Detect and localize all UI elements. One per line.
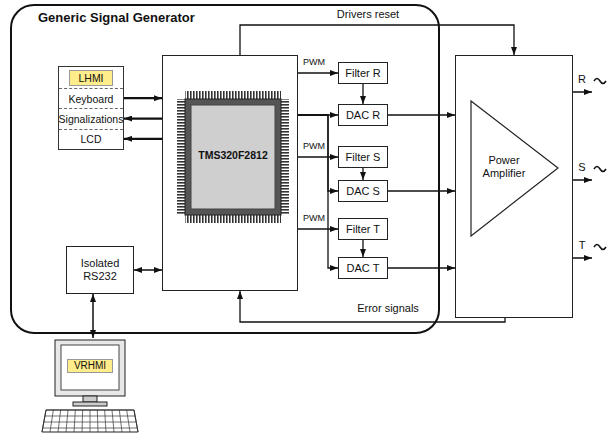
panel-row: Keyboard bbox=[59, 88, 123, 108]
signal-connector bbox=[92, 294, 94, 338]
signal-connector bbox=[362, 168, 363, 180]
amplifier-label: Power Amplifier bbox=[474, 154, 534, 179]
output-phase-label: S bbox=[576, 161, 587, 173]
signal-connector bbox=[362, 240, 363, 257]
box-label: Isolated RS232 bbox=[67, 257, 133, 282]
signal-connector bbox=[388, 190, 455, 191]
chip-name: TMS320F2812 bbox=[191, 149, 275, 161]
dsp-block: TMS320F2812 bbox=[162, 55, 298, 291]
signal-connector bbox=[388, 267, 455, 268]
computer-illustration bbox=[38, 338, 142, 436]
connector-label: Drivers reset bbox=[335, 8, 401, 20]
connector-label: PWM bbox=[301, 58, 327, 68]
diagram-title: Generic Signal Generator bbox=[38, 11, 195, 26]
connector-label: PWM bbox=[301, 214, 327, 224]
filter-box: Filter S bbox=[338, 146, 388, 168]
signal-connector bbox=[362, 84, 363, 104]
box-label: DAC T bbox=[347, 262, 380, 275]
sine-symbol bbox=[594, 167, 606, 172]
dac-box: DAC R bbox=[338, 104, 388, 126]
signal-connector bbox=[124, 138, 162, 140]
signal-connector bbox=[298, 115, 338, 268]
signal-generator-frame: Generic Signal GeneratorLHMI KeyboardSign… bbox=[10, 4, 440, 334]
amplifier-symbol bbox=[456, 56, 572, 317]
signal-connector bbox=[134, 269, 162, 271]
box-label: Filter S bbox=[346, 151, 381, 164]
output-phase-label: R bbox=[576, 73, 588, 85]
lhmi-panel: LHMI KeyboardSignalizationsLCD bbox=[58, 66, 124, 150]
filter-box: Filter R bbox=[338, 62, 388, 84]
power-amplifier: Power Amplifier bbox=[455, 55, 573, 318]
signal-connector bbox=[240, 25, 514, 55]
output-line bbox=[573, 257, 592, 259]
box-label: Filter T bbox=[346, 223, 380, 236]
filter-box: Filter T bbox=[338, 218, 388, 240]
sine-symbol bbox=[594, 79, 606, 84]
signal-connector bbox=[124, 117, 162, 119]
signal-connector bbox=[298, 156, 338, 157]
signal-connector bbox=[298, 72, 338, 73]
output-line bbox=[573, 179, 592, 181]
pc-terminal: VRHMI bbox=[38, 338, 142, 436]
rs232-box: Isolated RS232 bbox=[66, 246, 134, 294]
signal-connector bbox=[298, 115, 338, 191]
chip-illustration bbox=[163, 56, 297, 290]
panel-row: LCD bbox=[59, 129, 123, 149]
signal-connector bbox=[298, 228, 338, 229]
output-phase-label: T bbox=[577, 239, 588, 251]
connector-label: Error signals bbox=[355, 302, 421, 314]
dac-box: DAC T bbox=[338, 257, 388, 279]
signal-connector bbox=[388, 114, 455, 115]
lhmi-tag: LHMI bbox=[69, 70, 113, 86]
sine-symbol bbox=[594, 245, 606, 250]
vrhmi-tag: VRHMI bbox=[67, 359, 113, 373]
dac-box: DAC S bbox=[338, 180, 388, 202]
panel-row: Signalizations bbox=[59, 108, 123, 128]
box-label: DAC R bbox=[346, 109, 380, 122]
box-label: Filter R bbox=[345, 67, 380, 80]
output-line bbox=[573, 91, 592, 93]
signal-connector bbox=[124, 97, 162, 99]
connector-label: PWM bbox=[301, 142, 327, 152]
box-label: DAC S bbox=[346, 185, 380, 198]
